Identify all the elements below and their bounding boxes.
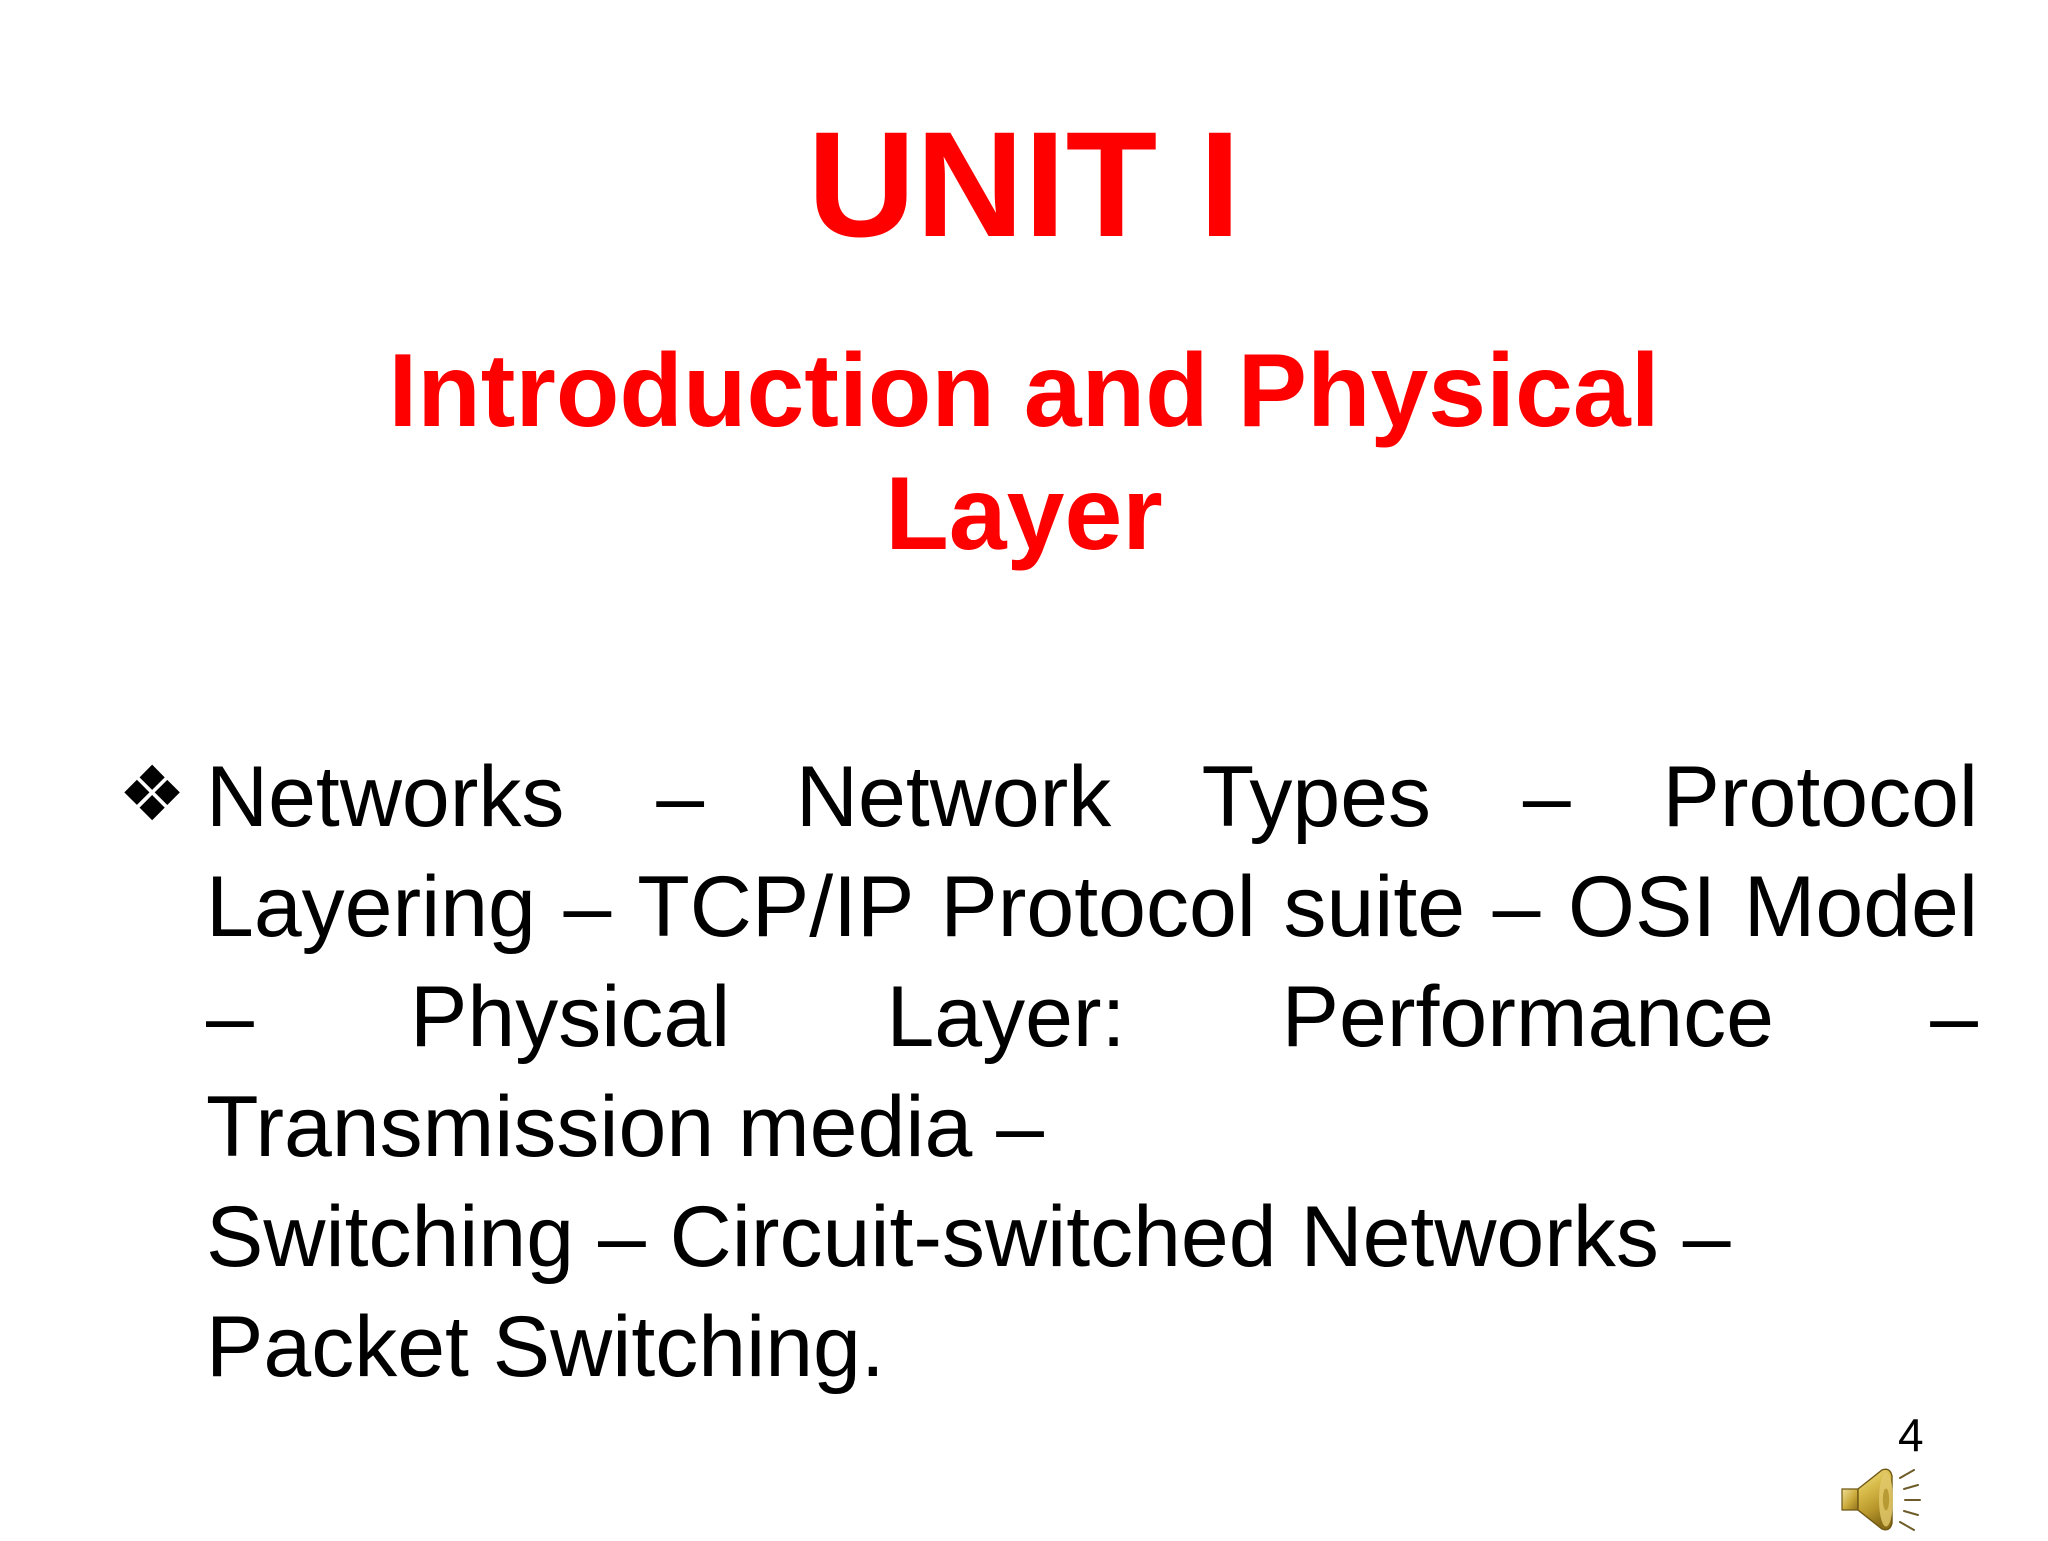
bullet-item-text: Networks – Network Types – Protocol Laye… <box>118 742 1978 1402</box>
bullet-list-item: ❖ Networks – Network Types – Protocol La… <box>118 742 1978 1402</box>
diamond-cluster-bullet-icon: ❖ <box>118 749 187 838</box>
bullet-text-head: Networks – Network Types – Protocol Laye… <box>206 749 1978 1176</box>
slide-title: UNIT I <box>807 100 1241 268</box>
bullet-text-tail: Switching – Circuit-switched Networks – … <box>206 1189 1731 1396</box>
body-content-block: ❖ Networks – Network Types – Protocol La… <box>118 742 1978 1402</box>
slide-subtitle: Introduction and Physical Layer <box>388 333 1660 572</box>
page-number: 4 <box>1898 1409 1924 1461</box>
title-block: UNIT I <box>0 108 2048 261</box>
speaker-sound-icon[interactable] <box>1838 1462 1930 1536</box>
speaker-sound-icon-svg <box>1841 1468 1921 1531</box>
